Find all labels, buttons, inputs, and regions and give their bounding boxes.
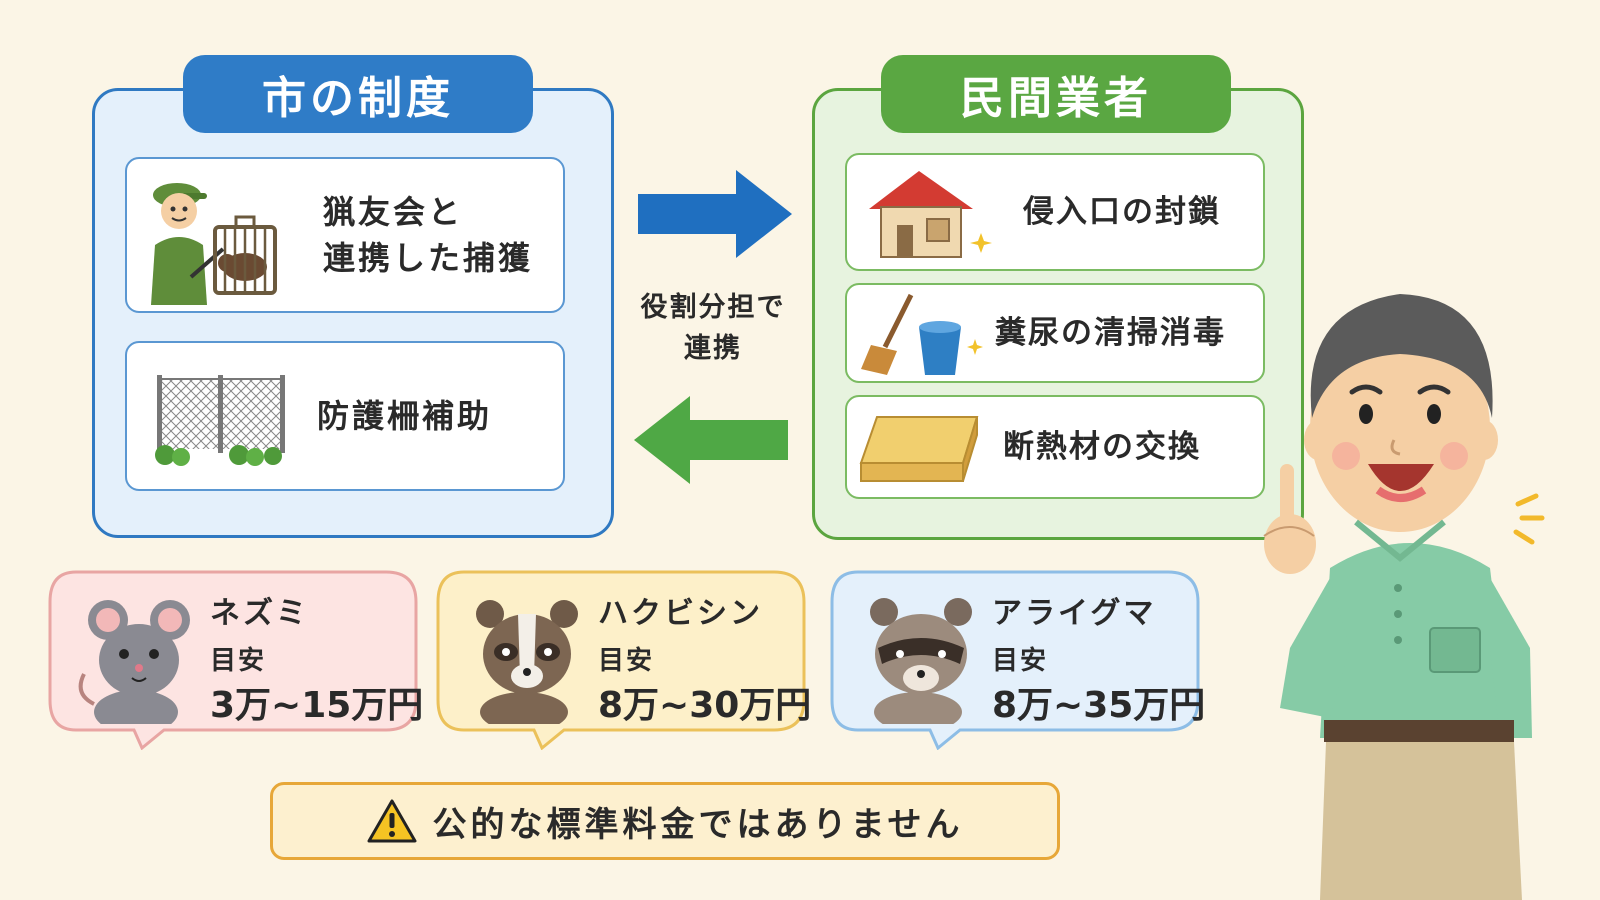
warning-icon	[367, 799, 416, 843]
raccoon-cost-range: 8万~35万円	[992, 685, 1206, 726]
left-arrow-icon	[634, 396, 788, 484]
hunting-capture-line1: 猟友会と	[323, 192, 464, 231]
city-system-title: 市の制度	[183, 55, 533, 133]
cleaning-disinfection-label: 糞尿の清掃消毒	[995, 314, 1226, 351]
civet-name: ハクビシン	[598, 596, 763, 631]
private-contractor-panel: 民間業者 侵入口の封鎖 糞尿の清掃消毒 断熱材の交換	[812, 55, 1304, 540]
insulation-replacement-label: 断熱材の交換	[1003, 428, 1201, 465]
raccoon-name: アライグマ	[992, 596, 1157, 631]
raccoon-cost-bubble: アライグマ 目安 8万~35万円	[828, 568, 1206, 750]
entrance-sealing-card: 侵入口の封鎖	[845, 153, 1265, 271]
fence-illustration	[155, 375, 285, 466]
hunter-trap-illustration	[151, 183, 277, 305]
civet-cost-range: 8万~30万円	[598, 685, 812, 726]
role-sharing-label: 役割分担で 連携	[624, 288, 802, 369]
rat-cost-bubble: ネズミ 目安 3万~15万円	[46, 568, 424, 750]
insulation-icon	[859, 416, 979, 482]
raccoon-icon	[870, 598, 972, 724]
insulation-replacement-card: 断熱材の交換	[845, 395, 1265, 499]
cleaning-disinfection-card: 糞尿の清掃消毒	[845, 283, 1265, 383]
role-sharing-line1: 役割分担で	[640, 292, 786, 323]
rat-icon	[78, 600, 190, 724]
civet-icon	[476, 600, 578, 724]
warning-banner: 公的な標準料金ではありません	[270, 782, 1060, 860]
warning-text: 公的な標準料金ではありません	[432, 804, 964, 845]
rat-estimate-label: 目安	[210, 646, 267, 676]
hunting-capture-label: 猟友会と 連携した捕獲	[323, 189, 533, 282]
rat-cost-range: 3万~15万円	[210, 685, 424, 726]
rat-name: ネズミ	[210, 596, 309, 631]
fence-subsidy-card: 防護柵補助	[125, 341, 565, 491]
city-system-panel: 市の制度 猟友会と 連携した捕獲	[92, 55, 614, 538]
civet-estimate-label: 目安	[598, 646, 655, 676]
entrance-sealing-label: 侵入口の封鎖	[1023, 193, 1221, 230]
broom-bucket-icon	[861, 293, 983, 375]
private-contractor-title: 民間業者	[881, 55, 1231, 133]
raccoon-estimate-label: 目安	[992, 646, 1049, 676]
civet-cost-bubble: ハクビシン 目安 8万~30万円	[434, 568, 812, 750]
fence-subsidy-label: 防護柵補助	[317, 396, 493, 435]
hunting-capture-line2: 連携した捕獲	[323, 239, 534, 277]
role-sharing-line2: 連携	[684, 332, 742, 364]
hunting-capture-card: 猟友会と 連携した捕獲	[125, 157, 565, 313]
right-arrow-icon	[638, 170, 792, 258]
house-icon	[869, 171, 992, 258]
guide-person-illustration	[1263, 294, 1545, 900]
